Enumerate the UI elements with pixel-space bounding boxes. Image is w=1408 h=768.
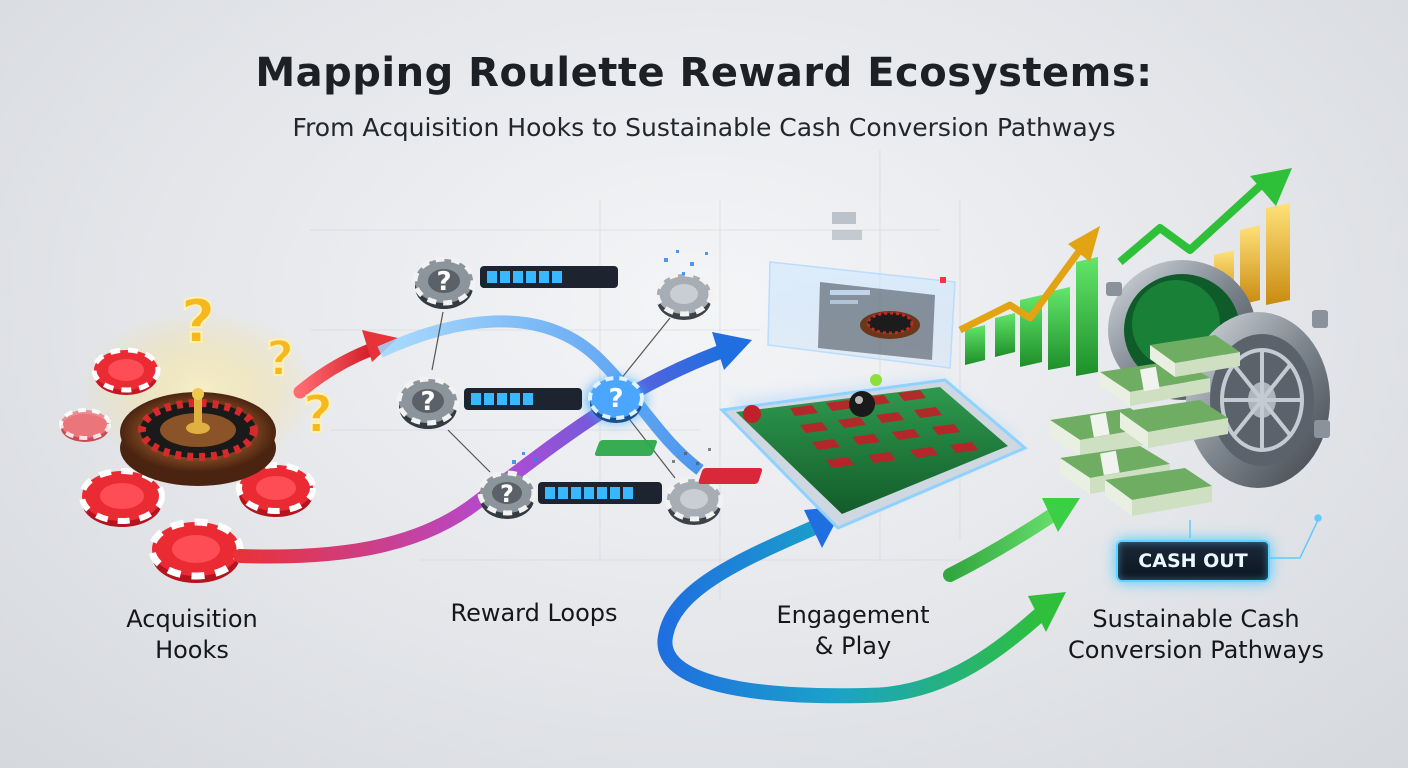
engagement-cluster	[594, 212, 1028, 530]
mystery-token-icon	[396, 376, 460, 429]
token-question-mark: ?	[420, 387, 435, 417]
cash-cluster	[958, 168, 1330, 559]
arrow-acquisition-to-loops	[293, 343, 377, 399]
stage-label-line: Engagement	[776, 601, 930, 629]
progress-bar	[538, 482, 662, 504]
roulette-table-tablet	[594, 374, 1028, 530]
plain-token-icon	[654, 271, 714, 320]
cash-out-button[interactable]: CASH OUT	[1116, 540, 1270, 582]
growth-bars-icon	[965, 203, 1290, 376]
arrow-return-loop	[657, 517, 1053, 704]
question-mark-icon: ?	[303, 385, 333, 445]
reward-loops-cluster	[396, 250, 724, 525]
arrow-engagement-to-cash	[943, 503, 1067, 582]
stage-label-line: Hooks	[155, 636, 229, 664]
stage-label-line: Reward Loops	[450, 599, 618, 627]
holo-screen	[767, 212, 956, 369]
cash-stacks-icon	[1050, 335, 1240, 516]
chip-icon	[79, 468, 165, 527]
progress-bar	[464, 388, 582, 410]
mystery-token-icon	[412, 256, 476, 309]
progress-bar	[480, 266, 618, 288]
page-title: Mapping Roulette Reward Ecosystems:	[255, 50, 1153, 96]
chip-icon	[91, 347, 161, 395]
stage-label-line: Acquisition	[126, 605, 258, 633]
stage-label-engagement: Engagement & Play	[748, 600, 958, 662]
chip-icon	[59, 408, 111, 442]
stage-label-line: & Play	[814, 632, 892, 660]
stage-label-reward-loops: Reward Loops	[424, 598, 644, 629]
page-subtitle: From Acquisition Hooks to Sustainable Ca…	[292, 113, 1116, 142]
question-marks: ? ? ? ? ? ? ?	[180, 267, 624, 508]
green-trend-arrow-icon	[1117, 168, 1292, 266]
arrow-loops-upper	[377, 315, 704, 475]
stage-label-line: Sustainable Cash	[1092, 605, 1300, 633]
question-mark-icon: ?	[181, 287, 216, 357]
mystery-token-icon	[477, 470, 537, 519]
token-question-mark: ?	[500, 480, 514, 508]
plain-token-icon	[664, 476, 724, 525]
arrowhead	[1028, 592, 1066, 632]
stage-label-line: Conversion Pathways	[1068, 636, 1324, 664]
stage-label-cash: Sustainable Cash Conversion Pathways	[1046, 604, 1346, 666]
token-question-mark: ?	[436, 267, 451, 297]
arrowhead	[712, 332, 752, 370]
glowing-token-icon	[586, 376, 646, 423]
gold-trend-arrow-icon	[958, 226, 1100, 334]
arrowhead	[1042, 498, 1080, 532]
roulette-wheel-icon	[120, 388, 276, 486]
chip-icon	[236, 462, 316, 517]
question-mark-icon: ?	[266, 331, 294, 387]
stage-label-acquisition: Acquisition Hooks	[92, 604, 292, 666]
acquisition-cluster	[59, 310, 320, 583]
chip-icon	[148, 518, 244, 583]
token-question-mark: ?	[608, 384, 623, 414]
